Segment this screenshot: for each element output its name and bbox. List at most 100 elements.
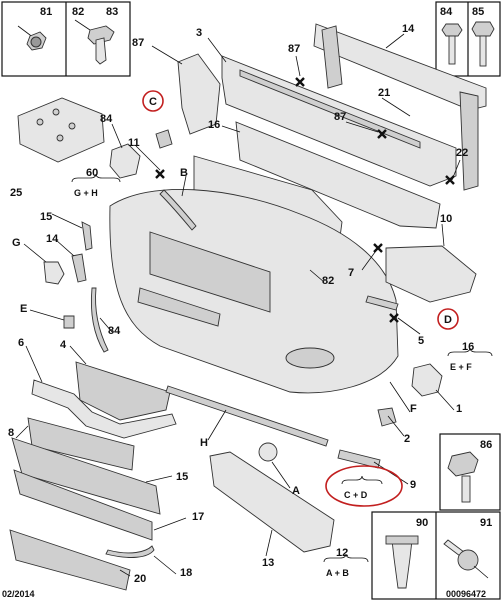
part-19-upper-absorber — [221, 55, 457, 187]
part-25-strip — [159, 189, 197, 231]
box-label-91: 91 — [480, 517, 492, 529]
part-21-lower-absorber — [235, 121, 441, 229]
circled-C-label: C — [149, 96, 157, 108]
part-60-wiring-harness — [17, 97, 105, 163]
part-17-lower-grille — [209, 451, 335, 553]
part-3-reinforcement-beam — [313, 23, 487, 191]
part-6-upper-grille — [75, 361, 171, 421]
subassembly-11-label: G + H — [74, 188, 98, 198]
callout-F: H — [200, 437, 208, 449]
callout-15-left: G — [12, 237, 21, 249]
callout-82: 7 — [348, 267, 354, 279]
rivet-91-icon — [443, 539, 489, 579]
callout-9: 17 — [192, 511, 204, 523]
part-14-right-bracket — [385, 245, 477, 303]
callout-15-right: A — [292, 485, 300, 497]
callout-3: 14 — [402, 23, 415, 35]
part-8-mesh — [11, 437, 161, 515]
callout-87-c: 22 — [456, 147, 468, 159]
screw-81-icon — [17, 25, 47, 51]
part-12-strip — [105, 545, 155, 558]
leader-lines — [15, 33, 461, 577]
subassembly-20: C + D — [325, 465, 403, 507]
callout-1: F — [410, 403, 417, 415]
fastener-markers — [155, 77, 455, 323]
strip-E — [90, 287, 109, 353]
part-16-left-cap — [109, 143, 141, 179]
box-label-85: 85 — [472, 6, 484, 18]
part-15-left-icon — [43, 261, 65, 285]
callout-12: 18 — [180, 567, 192, 579]
callout-4: 16 — [462, 341, 474, 353]
bolt-85-icon — [471, 21, 495, 67]
box-label-81: 81 — [40, 6, 52, 18]
clip-A-icon — [337, 449, 381, 469]
callout-7: E — [20, 303, 27, 315]
subassembly-4-label: E + F — [450, 362, 472, 372]
callout-B: 15 — [40, 211, 52, 223]
box-label-82: 82 — [72, 6, 84, 18]
box-label-83: 83 — [106, 6, 118, 18]
callout-8: 15 — [176, 471, 188, 483]
clip-C-icon — [155, 129, 173, 149]
callout-84-right: 5 — [418, 335, 424, 347]
callout-87-a: 87 — [288, 43, 300, 55]
circled-D-label: D — [444, 314, 452, 326]
subassembly-20-label: C + D — [344, 490, 368, 500]
callout-2: 8 — [8, 427, 14, 439]
part-5-chrome-trim — [31, 379, 177, 439]
fastener-box-bottom-right: 86 90 91 — [371, 433, 501, 600]
clip-H-icon — [377, 407, 397, 427]
callout-A: 9 — [410, 479, 416, 491]
subassembly-13: A + B — [323, 553, 369, 578]
callout-22: 21 — [378, 87, 390, 99]
callout-10: 82 — [322, 275, 334, 287]
strip-F — [165, 385, 329, 447]
callout-87-b: 87 — [334, 111, 346, 123]
callout-H: 2 — [404, 433, 410, 445]
callout-14-right: 10 — [440, 213, 452, 225]
circled-D: D — [437, 308, 459, 330]
part-14-left-bracket — [177, 53, 221, 135]
callout-19: 3 — [196, 27, 202, 39]
fastener-box-top-right: 84 85 — [435, 1, 501, 77]
callout-11: 60 — [86, 167, 98, 179]
callout-16-left: 84 — [100, 113, 113, 125]
callout-6: 4 — [60, 339, 67, 351]
circled-C: C — [142, 90, 164, 112]
box-label-86: 86 — [480, 439, 492, 451]
callout-14-upper: 87 — [132, 37, 144, 49]
part-9-mesh — [13, 469, 153, 541]
callout-21: 16 — [208, 119, 220, 131]
callout-17: 13 — [262, 557, 274, 569]
clip-G-icon — [71, 253, 87, 283]
box-label-84: 84 — [440, 6, 453, 18]
subassembly-4: E + F — [447, 347, 493, 372]
callout-E: 84 — [108, 325, 121, 337]
callout-13: 12 — [336, 547, 348, 559]
callout-G: 14 — [46, 233, 59, 245]
callout-18: 20 — [134, 573, 146, 585]
clip-7-icon — [63, 315, 75, 329]
part-15-right-icon — [258, 442, 278, 462]
callout-25: B — [180, 167, 188, 179]
part-1-bumper-skin — [109, 189, 399, 394]
callout-16-right: 1 — [456, 403, 462, 415]
box-label-90: 90 — [416, 517, 428, 529]
callout-60: 25 — [10, 187, 22, 199]
callout-5: 6 — [18, 337, 24, 349]
footer-date: 02/2014 — [2, 589, 35, 599]
fastener-box-top-left: 81 82 83 — [1, 1, 131, 77]
strip-D — [365, 295, 399, 311]
clip-83-icon — [74, 19, 115, 65]
subassembly-13-label: A + B — [326, 568, 349, 578]
clip-90-icon — [385, 535, 419, 589]
footer-reference: 00096472 — [446, 589, 486, 599]
part-18-grid — [9, 529, 131, 591]
clip-B-icon — [81, 221, 93, 251]
callout-84-left: 11 — [128, 137, 140, 149]
subassembly-11: G + H — [71, 173, 121, 198]
bolt-86-icon — [447, 451, 479, 503]
bolt-84-icon — [441, 23, 463, 65]
